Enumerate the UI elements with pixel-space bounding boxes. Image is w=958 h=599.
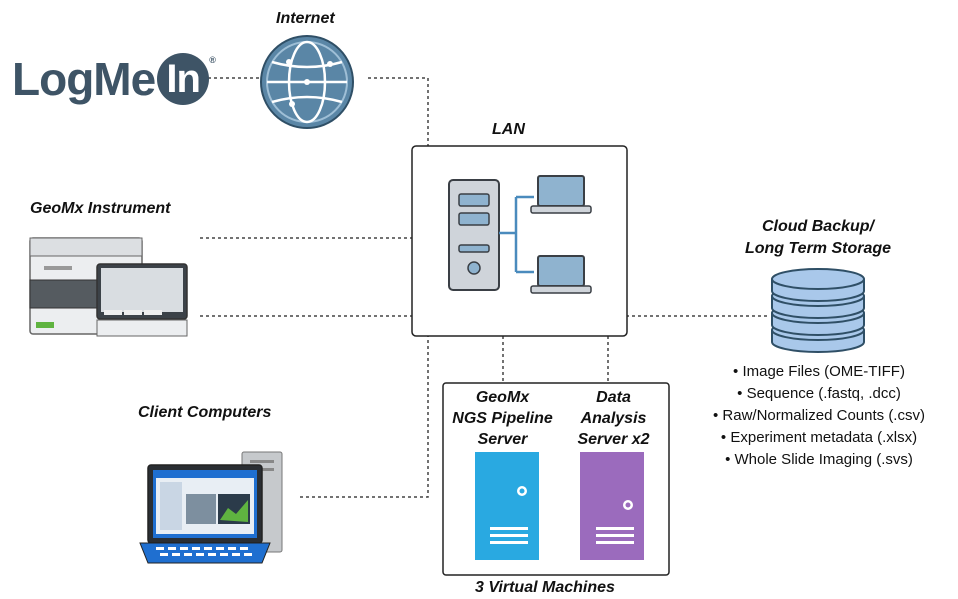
storage-item: Whole Slide Imaging (.svs): [690, 449, 948, 471]
virtual-machines-label: 3 Virtual Machines: [475, 579, 615, 596]
logo-text: LogMe: [12, 53, 156, 105]
client-computers-icon: [139, 451, 283, 564]
vm-label-line: GeoMx: [475, 389, 530, 406]
lan-box: [411, 145, 628, 337]
storage-item: Sequence (.fastq, .dcc): [690, 383, 948, 405]
virtual-machines-box: [442, 382, 670, 576]
storage-item: Image Files (OME-TIFF): [690, 361, 948, 383]
connector-client-lan: [300, 316, 429, 498]
internet-globe-icon: [260, 35, 354, 129]
data-analysis-server-icon: [580, 452, 644, 560]
lan-network-lines: [499, 195, 534, 274]
client-computers-label: Client Computers: [138, 404, 272, 421]
ngs-pipeline-server-label: GeoMx NGS Pipeline Server: [445, 387, 560, 450]
logo-registered-mark: ®: [209, 55, 216, 65]
data-analysis-server-label: Data Analysis Server x2: [556, 387, 671, 450]
storage-item: Raw/Normalized Counts (.csv): [690, 405, 948, 427]
geomx-instrument-icon: [29, 237, 188, 337]
vm-label-line: Server: [477, 431, 528, 448]
lan-label: LAN: [492, 121, 525, 138]
cloud-backup-label: Cloud Backup/ Long Term Storage: [720, 216, 916, 260]
internet-label: Internet: [276, 10, 335, 27]
lan-laptop-icon-top: [530, 175, 592, 214]
vm-label-line: Data: [596, 389, 631, 406]
connector-internet-lan: [368, 77, 429, 238]
geomx-instrument-label: GeoMx Instrument: [30, 200, 171, 217]
lan-laptop-icon-bottom: [530, 255, 592, 294]
vm-label-line: Server x2: [577, 431, 650, 448]
cloud-backup-line1: Cloud Backup/: [761, 218, 874, 235]
cloud-backup-line2: Long Term Storage: [744, 240, 892, 257]
storage-file-list: Image Files (OME-TIFF) Sequence (.fastq,…: [690, 361, 948, 471]
vm-label-line: Analysis: [580, 410, 647, 427]
cloud-database-icon: [771, 268, 865, 353]
lan-server-icon: [448, 179, 500, 291]
storage-item: Experiment metadata (.xlsx): [690, 427, 948, 449]
vm-label-line: NGS Pipeline: [452, 410, 553, 427]
logo-badge: In: [157, 53, 210, 105]
ngs-pipeline-server-icon: [475, 452, 539, 560]
